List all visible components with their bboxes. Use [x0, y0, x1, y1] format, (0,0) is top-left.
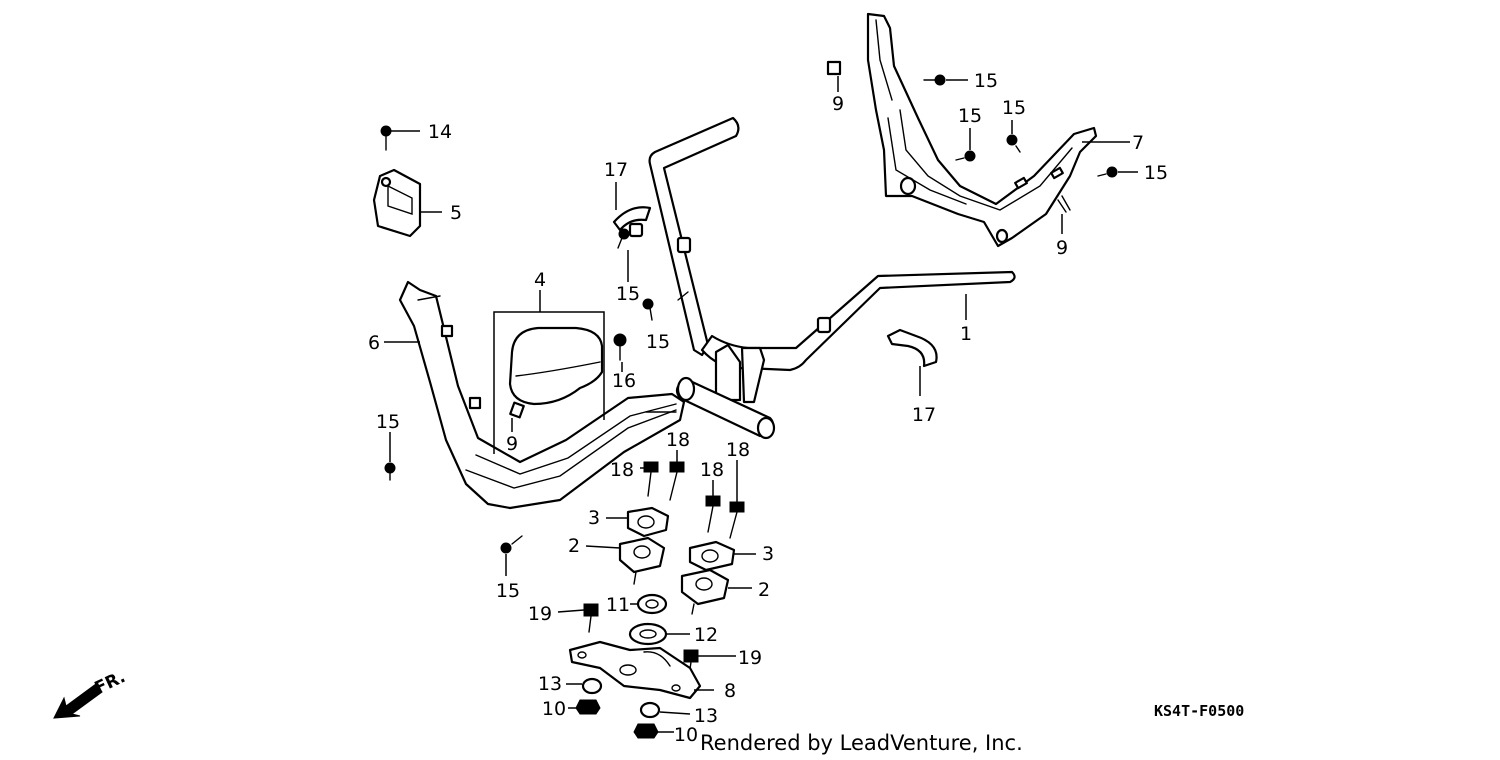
callout-7: 7	[1132, 132, 1144, 154]
clip-9-a	[509, 401, 525, 432]
callout-4: 4	[534, 269, 546, 291]
callout-15-rear-mid: 15	[1002, 97, 1026, 119]
collar-13-right	[639, 701, 691, 719]
callout-15-handlebar-upper: 15	[616, 283, 640, 305]
holder-lower-2-left	[585, 536, 666, 585]
callout-8: 8	[724, 680, 736, 702]
diagram-code: KS4T-F0500	[1154, 702, 1244, 720]
callout-15-rear-inner: 15	[958, 105, 982, 127]
nut-10-left	[568, 699, 601, 715]
bolt-19-b	[683, 649, 736, 677]
callout-18-a: 18	[610, 459, 634, 481]
callout-9-right: 9	[1056, 237, 1068, 259]
nut-10-right	[633, 723, 674, 739]
handlebar	[648, 116, 1016, 440]
callout-19-right: 19	[738, 647, 762, 669]
callout-3-left: 3	[588, 507, 600, 529]
callout-14: 14	[428, 121, 452, 143]
callout-10-left: 10	[542, 698, 566, 720]
screw-15-c	[384, 432, 396, 481]
screw-15-e	[923, 74, 968, 86]
callout-1: 1	[960, 323, 972, 345]
bolt-19-a	[557, 603, 599, 633]
callout-17-left: 17	[604, 159, 628, 181]
switch-cover	[372, 168, 442, 238]
holder-lower-2-right	[680, 568, 752, 615]
bolt-18-a	[640, 461, 659, 497]
arrow-icon	[53, 683, 103, 719]
holder-upper-3-left	[606, 506, 670, 538]
callout-16: 16	[612, 370, 636, 392]
bolt-16	[613, 333, 627, 372]
callout-15-bottom: 15	[496, 580, 520, 602]
callout-6: 6	[368, 332, 380, 354]
holder-upper-3-right	[688, 540, 756, 572]
front-label: FR.	[92, 667, 129, 698]
callout-9-top: 9	[832, 93, 844, 115]
screw-15-b	[642, 298, 654, 321]
callout-17-right: 17	[912, 404, 936, 426]
rear-handlebar-cover	[866, 12, 1130, 248]
washer-12	[628, 622, 690, 646]
callout-15-rear-right: 15	[1144, 162, 1168, 184]
screw-15-f	[955, 128, 976, 162]
handlebar-plate	[568, 640, 714, 700]
screw-14	[380, 125, 420, 151]
front-direction-indicator: FR.	[53, 667, 129, 719]
callout-18-d: 18	[726, 439, 750, 461]
callout-15-handlebar-lower: 15	[646, 331, 670, 353]
cushion-11	[630, 593, 668, 615]
callout-15-left: 15	[376, 411, 400, 433]
screw-15-d	[500, 535, 523, 576]
screw-15-h	[1097, 166, 1138, 178]
screw-15-g	[1006, 120, 1021, 153]
screw-15-a	[617, 228, 630, 282]
bolt-18-b	[669, 450, 685, 501]
callout-18-b: 18	[666, 429, 690, 451]
callout-19-left: 19	[528, 603, 552, 625]
band-clip-right	[886, 328, 938, 396]
emblem	[493, 290, 605, 454]
clip-9-b	[826, 60, 842, 92]
band-clip-left	[612, 182, 652, 238]
callout-12: 12	[694, 624, 718, 646]
callout-2-right: 2	[758, 579, 770, 601]
callout-11: 11	[606, 594, 630, 616]
front-handlebar-cover	[398, 280, 686, 510]
credit-text: Rendered by LeadVenture, Inc.	[700, 731, 1023, 755]
callout-10-right: 10	[674, 724, 698, 746]
bolt-18-d	[729, 460, 745, 539]
callout-13-left: 13	[538, 673, 562, 695]
callout-5: 5	[450, 202, 462, 224]
callout-9-center: 9	[506, 433, 518, 455]
callout-3-right: 3	[762, 543, 774, 565]
callout-15-top: 15	[974, 70, 998, 92]
callout-13-right: 13	[694, 705, 718, 727]
callout-2-left: 2	[568, 535, 580, 557]
collar-13-left	[566, 677, 603, 695]
callout-18-c: 18	[700, 459, 724, 481]
bolt-18-c	[705, 480, 721, 533]
clip-9-c	[1057, 195, 1071, 234]
